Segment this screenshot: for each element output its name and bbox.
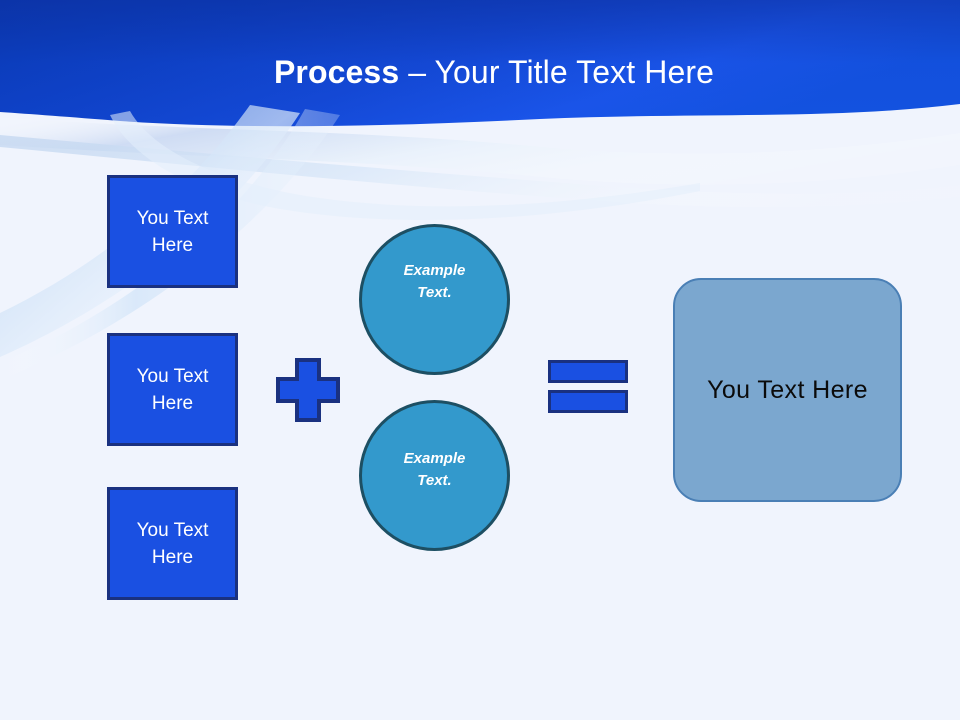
header-band bbox=[0, 0, 960, 127]
equals-sign-icon bbox=[548, 360, 628, 413]
plus-sign-icon bbox=[276, 358, 340, 422]
input-square-3[interactable]: You Text Here bbox=[107, 487, 238, 600]
input-square-1[interactable]: You Text Here bbox=[107, 175, 238, 288]
input-square-2-label: You Text Here bbox=[136, 365, 209, 414]
input-square-3-label: You Text Here bbox=[136, 519, 209, 568]
example-circle-1-label: Example Text. bbox=[403, 261, 466, 301]
equals-bar-bottom bbox=[548, 390, 628, 413]
input-square-1-label: You Text Here bbox=[136, 207, 209, 256]
result-box-label: You Text Here bbox=[707, 376, 868, 404]
example-circle-1[interactable]: Example Text. bbox=[359, 224, 510, 375]
equals-bar-top bbox=[548, 360, 628, 383]
example-circle-2[interactable]: Example Text. bbox=[359, 400, 510, 551]
example-circle-2-label: Example Text. bbox=[403, 449, 466, 489]
input-square-2[interactable]: You Text Here bbox=[107, 333, 238, 446]
result-box[interactable]: You Text Here bbox=[673, 278, 902, 502]
